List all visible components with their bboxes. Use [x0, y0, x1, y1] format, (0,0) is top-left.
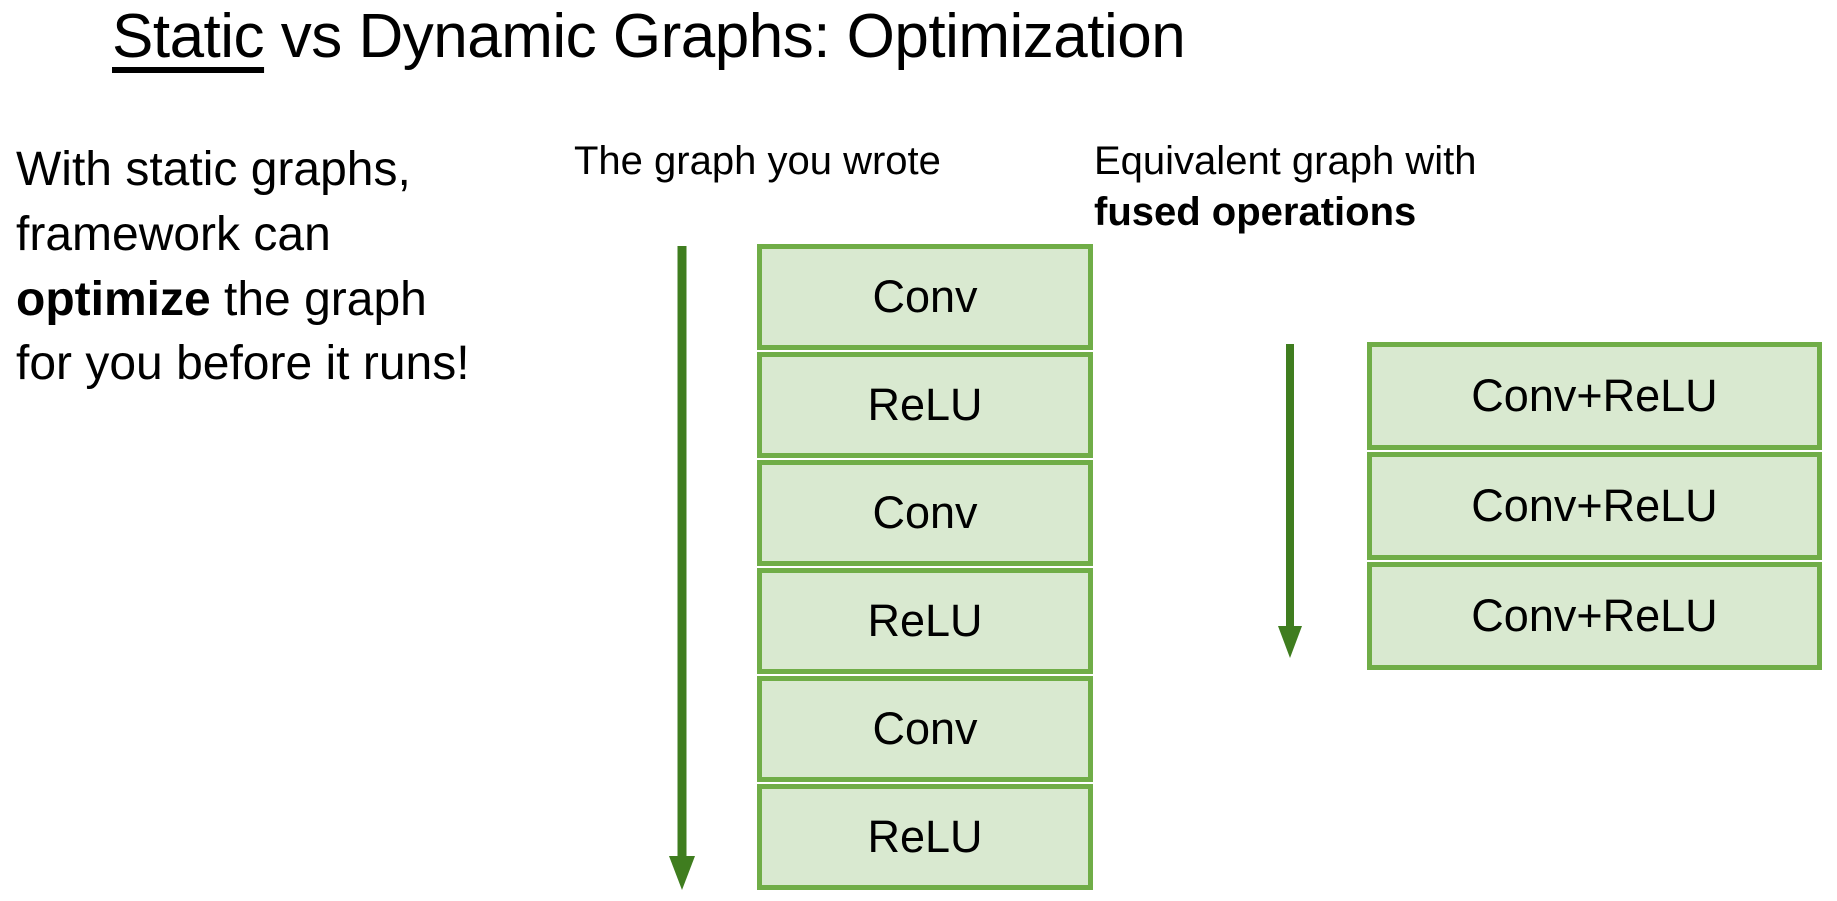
- page-title-rest: vs Dynamic Graphs: Optimization: [264, 2, 1186, 71]
- left-body-line-3-rest: the graph: [210, 272, 427, 326]
- left-body-text: With static graphs, framework can optimize…: [16, 138, 556, 397]
- op-box: ReLU: [757, 352, 1093, 458]
- op-box-label: Conv: [872, 703, 978, 754]
- left-body-line-2: framework can: [16, 207, 331, 261]
- middle-graph-column: Conv ReLU Conv ReLU Conv ReLU: [660, 244, 1100, 892]
- op-box-label: Conv+ReLU: [1471, 370, 1718, 421]
- op-box: ReLU: [757, 568, 1093, 674]
- right-column-heading-regular: Equivalent graph with: [1094, 139, 1477, 183]
- op-box: Conv: [757, 676, 1093, 782]
- op-box: Conv+ReLU: [1367, 452, 1822, 560]
- page-title-underlined-word: Static: [112, 2, 265, 71]
- right-graph-column: Conv+ReLU Conv+ReLU Conv+ReLU: [1270, 342, 1830, 674]
- op-box: ReLU: [757, 784, 1093, 890]
- op-box: Conv+ReLU: [1367, 562, 1822, 670]
- left-body-line-4: for you before it runs!: [16, 337, 470, 391]
- middle-op-box-stack: Conv ReLU Conv ReLU Conv ReLU: [757, 244, 1093, 890]
- op-box-label: Conv+ReLU: [1471, 590, 1718, 641]
- op-box-label: Conv: [872, 487, 978, 538]
- right-column-heading: Equivalent graph with fused operations: [1094, 136, 1564, 238]
- middle-column-heading: The graph you wrote: [574, 136, 1044, 187]
- op-box: Conv: [757, 244, 1093, 350]
- right-column-heading-bold: fused operations: [1094, 190, 1417, 235]
- op-box-label: ReLU: [867, 595, 983, 646]
- op-box-label: ReLU: [867, 379, 983, 430]
- op-box-label: ReLU: [867, 811, 983, 862]
- middle-column-heading-text: The graph you wrote: [574, 139, 941, 183]
- down-arrow-icon: [669, 246, 695, 890]
- op-box: Conv: [757, 460, 1093, 566]
- left-body-emphasis: optimize: [16, 272, 211, 326]
- down-arrow-icon: [1278, 344, 1302, 658]
- right-op-box-stack: Conv+ReLU Conv+ReLU Conv+ReLU: [1367, 342, 1822, 672]
- op-box: Conv+ReLU: [1367, 342, 1822, 450]
- left-body-line-1: With static graphs,: [16, 143, 411, 196]
- op-box-label: Conv+ReLU: [1471, 480, 1718, 531]
- page-title: Static vs Dynamic Graphs: Optimization: [112, 2, 1186, 71]
- op-box-label: Conv: [872, 271, 978, 322]
